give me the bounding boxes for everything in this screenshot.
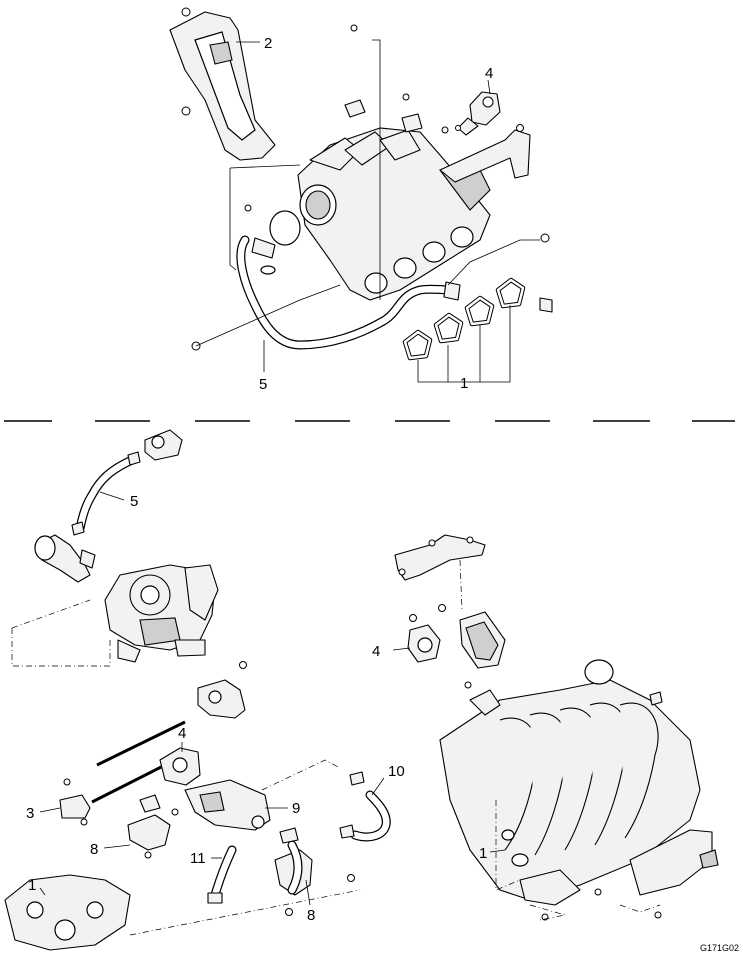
figure-code: G171G02: [700, 943, 739, 953]
callout-bottom-hose-left: 11: [190, 850, 206, 867]
bottom-dashed-right-tb: [459, 559, 463, 611]
bottom-bracket-right: [274, 827, 355, 916]
bottom-dashed-right-corner: [619, 904, 661, 913]
callout-bottom-intake: 1: [479, 845, 487, 862]
callout-bottom-cooler: 9: [292, 800, 300, 817]
bottom-hose-11: [207, 845, 237, 904]
bottom-hose-10: [339, 771, 391, 842]
callout-bottom-hose: 5: [130, 493, 138, 510]
callout-bottom-actuator: 4: [372, 643, 380, 660]
callout-top-bracket: 2: [264, 35, 272, 52]
top-assembly: 2 4 5 1: [169, 7, 553, 393]
callout-top-pipe: 5: [259, 376, 267, 393]
callout-bottom-exhaust: 1: [28, 877, 36, 894]
callout-bottom-bracket-right: 8: [307, 907, 315, 924]
top-right-bracket: [439, 124, 531, 183]
bottom-dashed-bottom: [129, 889, 361, 936]
bottom-egr-valve: [159, 747, 201, 786]
bottom-leader-lines: [39, 491, 506, 906]
callout-top-actuator: 4: [485, 65, 493, 82]
callout-bottom-valve: 4: [178, 725, 186, 742]
bottom-vacuum-pump: [197, 661, 247, 719]
bottom-dashed-outline-top: [11, 599, 91, 629]
top-intake-manifold: [297, 127, 491, 301]
top-leader-lines: [195, 39, 540, 383]
callout-bottom-bracket-left: 8: [90, 841, 98, 858]
bottom-dashed-right-lower: [529, 904, 566, 921]
bottom-inlet-elbow: [34, 534, 96, 583]
bottom-assembly: 5 4 4 10 9 3 8 11 1 8 1: [4, 429, 719, 951]
bottom-dashed-cooler: [261, 759, 341, 791]
top-fittings: [191, 24, 550, 351]
callout-bottom-solenoid: 3: [26, 805, 34, 822]
bottom-exhaust-manifold: [4, 874, 131, 951]
bottom-upper-bracket: [394, 534, 486, 581]
bottom-throttle-actuator: [407, 604, 506, 669]
bottom-dashed-right: [495, 800, 521, 891]
bottom-egr-cooler: [139, 779, 271, 831]
callout-bottom-hose-right: 10: [388, 763, 405, 780]
bottom-intake-manifold: [439, 659, 719, 921]
bottom-hose-5: [71, 429, 183, 536]
throttle-gasket: [269, 210, 301, 246]
top-bracket: [169, 7, 276, 161]
bottom-bracket-left: [127, 814, 171, 859]
bottom-dashed-outline-left: [11, 628, 111, 667]
top-egr-pipe: [236, 235, 553, 350]
callout-top-gaskets: 1: [460, 375, 468, 392]
bottom-turbocharger: [104, 564, 219, 663]
top-actuator: [457, 91, 501, 136]
bottom-rods: [91, 720, 186, 804]
bottom-solenoid: [59, 778, 91, 826]
top-manifold-gaskets: [402, 277, 526, 361]
